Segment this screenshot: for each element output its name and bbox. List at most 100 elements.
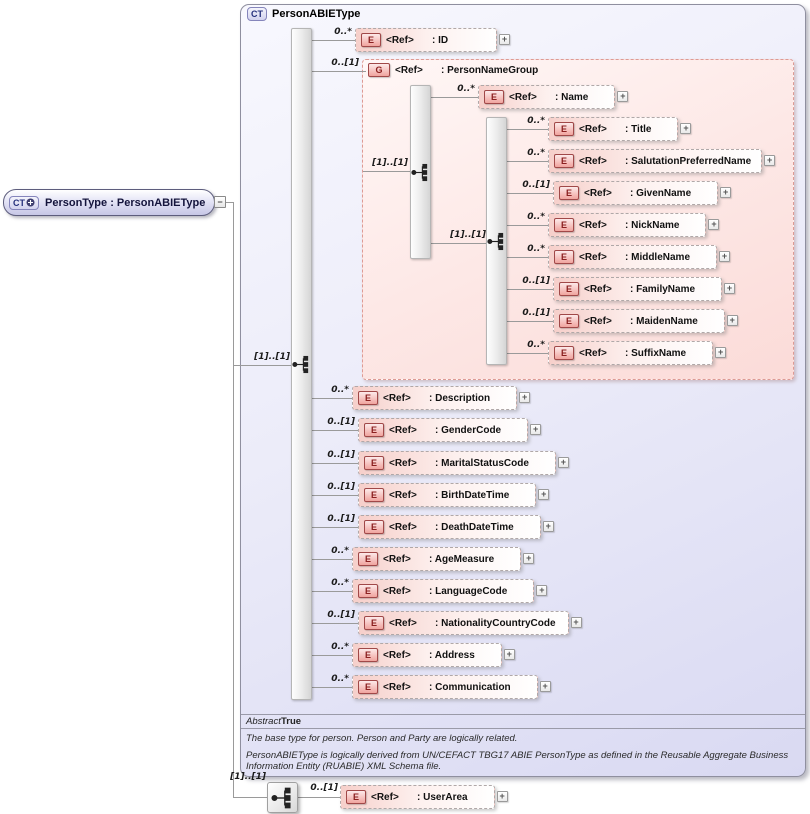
expand-button[interactable]: +	[708, 219, 720, 230]
element-node-languagecode[interactable]: E <Ref> : LanguageCode +	[352, 579, 548, 603]
cardinality-label: 0..[1]	[327, 514, 355, 524]
connector-line	[507, 321, 557, 322]
element-node-address[interactable]: E <Ref> : Address +	[352, 643, 515, 667]
element-ref-label: <Ref>	[383, 649, 411, 661]
element-badge-icon: E	[554, 122, 574, 136]
connector-line	[312, 398, 356, 399]
element-ref-label: <Ref>	[383, 585, 411, 597]
expand-button[interactable]: +	[538, 489, 550, 500]
expand-button[interactable]: +	[720, 187, 732, 198]
element-node-middlename[interactable]: E <Ref> : MiddleName +	[548, 245, 731, 269]
element-node-userarea[interactable]: E <Ref> : UserArea +	[340, 785, 508, 809]
element-ref-label: <Ref>	[389, 457, 417, 469]
expand-button[interactable]: +	[557, 457, 569, 468]
expand-button[interactable]: +	[542, 521, 554, 532]
expand-button[interactable]: +	[715, 347, 727, 358]
collapse-button[interactable]: −	[214, 196, 226, 208]
expand-button[interactable]: +	[519, 392, 531, 403]
element-node-gendercode[interactable]: E <Ref> : GenderCode +	[358, 418, 542, 442]
cardinality-label: 0..[1]	[310, 783, 338, 793]
expand-button[interactable]: +	[503, 649, 515, 660]
expand-button[interactable]: +	[617, 91, 629, 102]
documentation-text-2: PersonABIEType is logically derived from…	[246, 750, 789, 772]
connector-line	[431, 97, 482, 98]
cardinality-label: 0..*	[527, 212, 545, 222]
element-name-label: : DeathDateTime	[435, 521, 514, 533]
element-badge-icon: E	[554, 250, 574, 264]
expand-button[interactable]: +	[539, 681, 551, 692]
sequence-box-userarea	[267, 782, 298, 813]
connector-line	[431, 243, 490, 244]
element-ref-label: <Ref>	[389, 617, 417, 629]
connector-line	[312, 559, 356, 560]
cardinality-label: 0..[1]	[327, 417, 355, 427]
element-node-salutationpreferredname[interactable]: E <Ref> : SalutationPreferredName +	[548, 149, 776, 173]
expand-button[interactable]: +	[570, 617, 582, 628]
expand-button[interactable]: +	[680, 123, 692, 134]
element-node-givenname[interactable]: E <Ref> : GivenName +	[553, 181, 732, 205]
connector-line	[507, 129, 552, 130]
element-name-label: : Name	[555, 91, 589, 103]
connector-line	[363, 171, 415, 172]
element-name-label: : AgeMeasure	[429, 553, 495, 565]
connector-line	[233, 365, 295, 366]
element-badge-icon: E	[554, 218, 574, 232]
element-badge-icon: E	[554, 154, 574, 168]
element-node-nationalitycountrycode[interactable]: E <Ref> : NationalityCountryCode +	[358, 611, 582, 635]
element-node-nickname[interactable]: E <Ref> : NickName +	[548, 213, 720, 237]
element-node-suffixname[interactable]: E <Ref> : SuffixName +	[548, 341, 727, 365]
expand-button[interactable]: +	[719, 251, 731, 262]
element-ref-label: <Ref>	[579, 347, 607, 359]
root-badge-text: CT	[13, 197, 25, 208]
root-type-badge-icon: CT	[9, 195, 39, 210]
cardinality-label: 0..[1]	[327, 482, 355, 492]
group-badge-icon: G	[368, 63, 390, 77]
connector-line	[312, 623, 362, 624]
element-ref-label: <Ref>	[383, 553, 411, 565]
connector-line	[507, 225, 552, 226]
sequence-bar-namegroup-inner	[486, 117, 507, 365]
element-node-description[interactable]: E <Ref> : Description +	[352, 386, 531, 410]
element-node-deathdatetime[interactable]: E <Ref> : DeathDateTime +	[358, 515, 554, 539]
expand-button[interactable]: +	[523, 553, 535, 564]
element-ref-label: <Ref>	[584, 315, 612, 327]
expand-button[interactable]: +	[724, 283, 736, 294]
expand-button[interactable]: +	[764, 155, 776, 166]
element-ref-label: <Ref>	[579, 219, 607, 231]
element-node-maritalstatuscode[interactable]: E <Ref> : MaritalStatusCode +	[358, 451, 569, 475]
expand-button[interactable]: +	[726, 315, 738, 326]
element-node-familyname[interactable]: E <Ref> : FamilyName +	[553, 277, 736, 301]
expand-button[interactable]: +	[499, 34, 510, 45]
connector-line	[312, 687, 356, 688]
element-ref-label: <Ref>	[389, 489, 417, 501]
element-ref-label: <Ref>	[579, 251, 607, 263]
connector-line	[233, 797, 269, 798]
element-ref-label: <Ref>	[389, 424, 417, 436]
element-ref-label: <Ref>	[509, 91, 537, 103]
element-name-label: : SalutationPreferredName	[625, 155, 752, 167]
element-node-maidenname[interactable]: E <Ref> : MaidenName +	[553, 309, 738, 333]
element-node-communication[interactable]: E <Ref> : Communication +	[352, 675, 551, 699]
element-badge-icon: E	[364, 520, 384, 534]
element-node-id[interactable]: E <Ref> : ID +	[355, 28, 510, 52]
element-node-agemeasure[interactable]: E <Ref> : AgeMeasure +	[352, 547, 535, 571]
element-node-title[interactable]: E <Ref> : Title +	[548, 117, 692, 141]
expand-button[interactable]: +	[530, 424, 542, 435]
connector-line	[312, 463, 362, 464]
root-type-node[interactable]: CT PersonType : PersonABIEType	[3, 189, 215, 216]
connector-line	[312, 527, 362, 528]
element-node-birthdatetime[interactable]: E <Ref> : BirthDateTime +	[358, 483, 550, 507]
expand-button[interactable]: +	[496, 791, 508, 802]
element-name-label: : SuffixName	[625, 347, 687, 359]
expand-button[interactable]: +	[536, 585, 548, 596]
connector-line	[507, 161, 552, 162]
element-badge-icon: E	[559, 314, 579, 328]
element-name-label: : LanguageCode	[429, 585, 508, 597]
cardinality-label: 0..[1]	[327, 450, 355, 460]
derived-plus-icon	[26, 198, 35, 207]
element-badge-icon: E	[358, 648, 378, 662]
group-name-label: : PersonNameGroup	[441, 64, 539, 76]
element-node-name[interactable]: E <Ref> : Name +	[478, 85, 629, 109]
connector-line	[507, 289, 557, 290]
element-name-label: : Address	[429, 649, 475, 661]
